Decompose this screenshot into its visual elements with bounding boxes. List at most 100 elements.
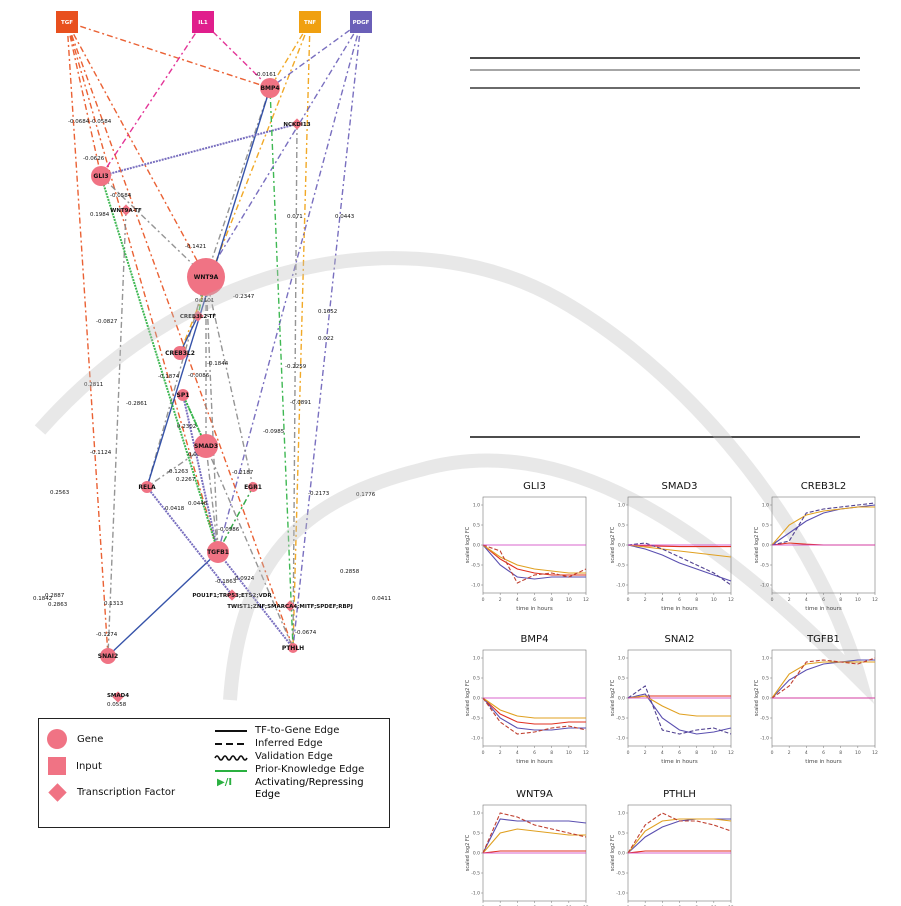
x-tick-label: 6	[822, 597, 825, 603]
edge-weight-label: 0.1842	[33, 596, 52, 602]
input-edge-pdgf-1	[205, 21, 362, 278]
x-tick-label: 6	[678, 597, 681, 603]
x-tick-label: 2	[644, 597, 647, 603]
gene-node-label: BMP4	[260, 85, 279, 92]
edge-weight-label: -0.2187	[232, 470, 254, 476]
gene-node-label: EGR1	[244, 484, 262, 491]
y-tick-label: -0.5	[616, 716, 625, 722]
y-axis-label: scaled log2 FC	[754, 526, 760, 563]
x-tick-label: 6	[822, 750, 825, 756]
plot-frame	[771, 496, 876, 594]
legend-gene: Gene	[47, 729, 103, 749]
y-tick-label: 1.0	[473, 656, 480, 662]
plot-frame	[771, 649, 876, 747]
series-line-3	[482, 697, 587, 735]
gene-node-tgfb1	[207, 541, 229, 563]
x-tick-label: 8	[839, 597, 842, 603]
inferred-edge-11	[205, 445, 294, 649]
x-tick-label: 12	[872, 597, 878, 603]
plot-frame	[482, 649, 587, 747]
input-node-label: TGF	[61, 20, 73, 26]
gene-node-creb3l2	[173, 346, 187, 360]
edge-weight-label: 0.2563	[50, 490, 70, 496]
edge-weight-label: -0.1421	[185, 244, 206, 250]
plot-frame	[627, 649, 732, 747]
x-tick-label: 8	[550, 597, 553, 603]
input-edge-tgf-3	[66, 21, 219, 553]
y-tick-label: -1.0	[471, 736, 480, 742]
y-tick-label: 0.5	[618, 523, 625, 529]
y-axis-label: scaled log2 FC	[610, 526, 616, 563]
series-line-0	[482, 850, 586, 854]
gene-node-sp1	[177, 389, 189, 401]
input-edge-tgf-0	[66, 21, 271, 89]
y-axis-label: scaled log2 FC	[610, 834, 616, 871]
edge-weight-label: 0.2101	[195, 298, 214, 304]
y-axis-label: scaled log2 FC	[465, 679, 471, 716]
edge-weight-label: 0.0418	[165, 506, 185, 512]
gene-node-label: SP1	[177, 392, 190, 399]
tf-shape-icon	[48, 783, 67, 802]
gene-node-pthlh	[288, 643, 298, 653]
y-tick-label: 0.0	[762, 543, 769, 549]
y-tick-label: 0.5	[473, 676, 480, 682]
y-tick-label: -0.5	[471, 871, 480, 877]
input-edge-pdgf-0	[269, 21, 362, 89]
series-line-2	[627, 695, 731, 717]
input-node-il1	[192, 11, 214, 33]
input-edge-tgf-4	[66, 21, 294, 649]
x-tick-label: 4	[516, 597, 519, 603]
edge-weight-label: 0.022	[318, 336, 334, 342]
gene-node-label: WNT9A	[194, 274, 219, 281]
tf-node	[284, 600, 296, 612]
series-line-2	[771, 661, 875, 699]
gene-regulatory-network: -0.0161-0.0584-0.0684-0.0626-0.05840.198…	[33, 11, 391, 708]
legend-tf: Transcription Factor	[48, 783, 175, 802]
series-line-3	[771, 502, 876, 546]
tf-node	[192, 310, 204, 322]
gene-shape-icon	[47, 729, 67, 749]
x-tick-label: 10	[711, 597, 717, 603]
x-tick-label: 10	[855, 750, 861, 756]
plot-frame	[627, 496, 732, 594]
edge-weight-label: -0.2347	[233, 294, 255, 300]
inferred-edge-10	[205, 87, 271, 278]
validation-edge-0	[100, 123, 298, 177]
input-edge-tnf-2	[179, 21, 311, 354]
y-tick-label: 0.5	[762, 523, 769, 529]
legend-activating-repressing-edge: Activating/Repressing Edge	[255, 777, 364, 800]
edge-weight-label: -0.0161	[255, 72, 276, 78]
series-line-1	[627, 818, 731, 854]
edge-weight-label: -0.0086	[188, 373, 210, 379]
y-tick-label: 0.0	[762, 696, 769, 702]
inferred-edge-9	[205, 276, 219, 553]
legend-input-label: Input	[76, 760, 102, 772]
x-tick-label: 12	[583, 750, 589, 756]
series-line-0	[627, 544, 731, 548]
x-tick-label: 4	[805, 597, 808, 603]
x-axis-label: time in hours	[805, 606, 842, 612]
input-node-label: IL1	[198, 20, 208, 26]
x-tick-label: 4	[661, 750, 664, 756]
edge-weight-label: 0.1984	[90, 212, 110, 218]
edge-weight-label: 0.1313	[104, 601, 124, 607]
gene-node-label: PTHLH	[282, 645, 304, 652]
series-line-0	[627, 695, 731, 699]
prior-knowledge-edge-3	[217, 486, 254, 553]
x-axis-label: time in hours	[516, 759, 553, 765]
edge-weight-label: -0.2259	[285, 364, 307, 370]
x-tick-label: 4	[805, 750, 808, 756]
x-tick-label: 4	[516, 750, 519, 756]
edge-weight-label: -0.0626	[83, 156, 105, 162]
panel-title: PTHLH	[663, 789, 696, 800]
edge-weight-label: 0.071	[287, 214, 303, 220]
x-tick-label: 0	[627, 597, 630, 603]
x-tick-label: 2	[644, 750, 647, 756]
series-line-0	[771, 542, 875, 546]
series-line-0	[482, 544, 586, 576]
gene-node-label: CREB3L2	[165, 350, 195, 357]
edge-weight-label: 0.2858	[340, 569, 360, 575]
